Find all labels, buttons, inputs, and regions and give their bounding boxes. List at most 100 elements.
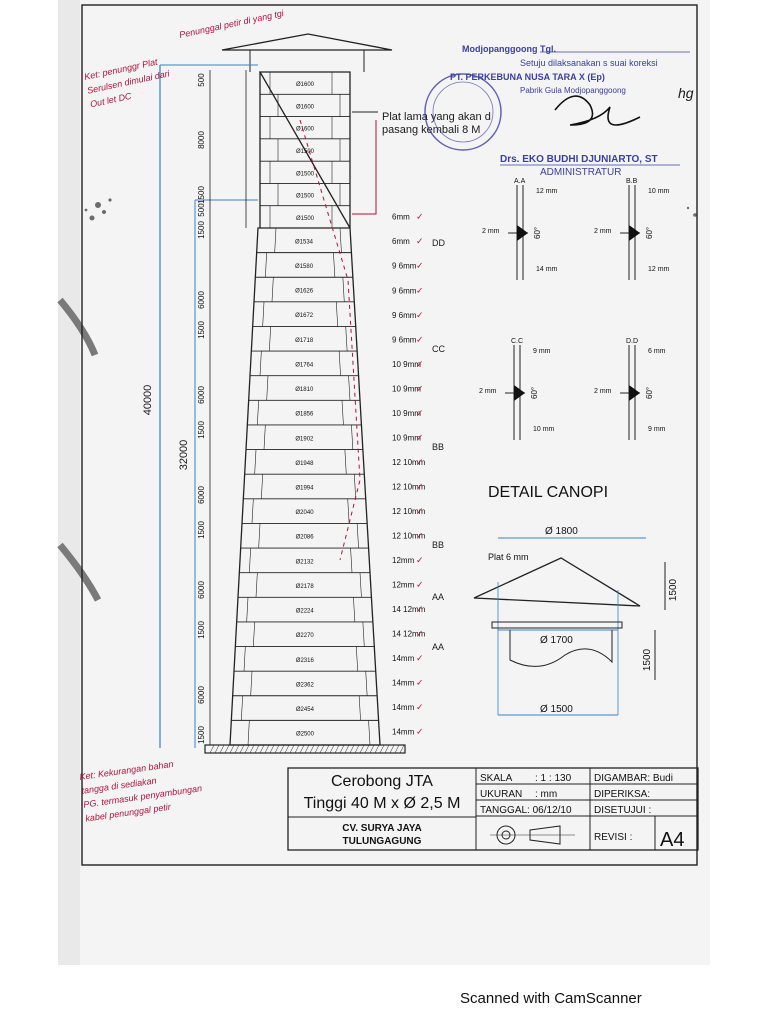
stamp-seal <box>424 73 502 151</box>
scanner-footer: Scanned with CamScanner <box>460 990 642 1007</box>
canopy-roof <box>473 557 641 607</box>
course-diameter: Ø2086 <box>296 535 315 541</box>
check-mark: ✓ <box>416 530 424 540</box>
canopy-d-top: Ø 1800 <box>545 526 578 537</box>
plate-thickness: 10 9mm <box>392 384 421 393</box>
course-diameter: Ø2224 <box>296 609 315 615</box>
course-diameter: Ø1672 <box>295 313 314 319</box>
check-mark: ✓ <box>416 677 424 687</box>
plate-thickness: 14 12mm <box>392 605 426 614</box>
paper-sheet <box>58 0 710 965</box>
section-angle: 60° <box>645 387 654 399</box>
section-mid: 2 mm <box>594 388 612 395</box>
plate-thickness: 12 10mm <box>392 482 426 491</box>
ukuran-value: : mm <box>535 789 557 800</box>
section-top: 6 mm <box>648 348 666 355</box>
section-mid: 2 mm <box>479 388 497 395</box>
diperiksa: DIPERIKSA: <box>594 789 650 800</box>
digambar: DIGAMBAR: Budi <box>594 773 673 784</box>
title-block: Cerobong JTA Tinggi 40 M x Ø 2,5 M CV. S… <box>287 767 699 851</box>
plate-thickness: 9 6mm <box>392 311 417 320</box>
course-diameter: Ø1902 <box>295 436 314 442</box>
canopy-title: DETAIL CANOPI <box>488 484 608 501</box>
plate-thickness: 9 6mm <box>392 335 417 344</box>
check-mark: ✓ <box>416 555 424 565</box>
stamp-line1: Setuju dilaksanakan s suai koreksi <box>520 58 658 68</box>
section-top: 9 mm <box>533 348 551 355</box>
dim-segment: 1500 <box>197 186 206 204</box>
check-mark: ✓ <box>416 457 424 467</box>
check-mark: ✓ <box>416 628 424 638</box>
ink-marks <box>84 198 697 221</box>
canopy-detail: DETAIL CANOPI Ø 1800 Plat 6 mm Ø 1700 Ø … <box>473 484 679 716</box>
check-mark: ✓ <box>416 702 424 712</box>
stamp-header: Modjopanggoong Tgl. <box>462 44 556 54</box>
dim-segment: 500 <box>197 73 206 87</box>
check-mark: ✓ <box>416 579 424 589</box>
stamp-line3: Pabrik Gula Modjopanggoong <box>520 86 626 95</box>
plate-thickness: 12 10mm <box>392 531 426 540</box>
course-diameter: Ø2454 <box>296 707 315 713</box>
dim-segment: 6000 <box>197 686 206 704</box>
course-diameter: Ø1856 <box>295 412 314 418</box>
plate-thickness: 10 9mm <box>392 360 421 369</box>
city: TULUNGAGUNG <box>343 836 422 847</box>
dim-segment: 1500 <box>197 521 206 539</box>
section-label: C.C <box>511 338 523 345</box>
sheet-size: A4 <box>660 829 684 851</box>
check-mark: ✓ <box>416 261 424 271</box>
section-mark: CC <box>432 344 445 354</box>
course-diameter: Ø1500 <box>296 149 315 155</box>
canopy-h1: 1500 <box>668 578 679 601</box>
dim-segment: 1500 <box>197 621 206 639</box>
section-angle: 60° <box>645 227 654 239</box>
check-mark: ✓ <box>416 236 424 246</box>
plate-thickness: 10 9mm <box>392 409 421 418</box>
plate-thickness: 10 9mm <box>392 433 421 442</box>
plate-thickness: 12 10mm <box>392 458 426 467</box>
dim-segment: 500 <box>197 203 206 217</box>
ukuran-label: UKURAN <box>480 789 522 800</box>
stamp-role: ADMINISTRATUR <box>540 167 621 178</box>
section-mid: 2 mm <box>594 228 612 235</box>
dim-total: 40000 <box>142 385 154 416</box>
title-main: Cerobong JTA <box>331 773 433 790</box>
plate-thickness: 14mm <box>392 703 415 712</box>
course-diameter: Ø1948 <box>295 461 314 467</box>
approval-stamp: Modjopanggoong Tgl. Setuju dilaksanakan … <box>424 44 690 178</box>
company: CV. SURYA JAYA <box>342 823 422 834</box>
plate-thickness: 12 10mm <box>392 507 426 516</box>
course-diameter: Ø1580 <box>295 264 314 270</box>
course-diameter: Ø1810 <box>295 387 314 393</box>
course-diameter: Ø1500 <box>296 216 315 222</box>
section-label: D.D <box>626 338 638 345</box>
section-bot: 12 mm <box>648 266 670 273</box>
check-mark: ✓ <box>416 212 424 222</box>
section-mark: BB <box>432 442 444 452</box>
plate-thickness: 14mm <box>392 727 415 736</box>
skala-value: : 1 : 130 <box>535 773 572 784</box>
skala-label: SKALA <box>480 773 513 784</box>
section-bot: 9 mm <box>648 426 666 433</box>
course-diameter: Ø2270 <box>296 633 315 639</box>
section-bot: 10 mm <box>533 426 555 433</box>
section-cc: C.C 9 mm 2 mm 10 mm 60° <box>479 338 555 440</box>
section-dd: D.D 6 mm 2 mm 9 mm 60° <box>594 338 666 440</box>
plate-thickness: 12mm <box>392 580 415 589</box>
stamp-name: Drs. EKO BUDHI DJUNIARTO, ST <box>500 154 658 165</box>
chimney-elevation: Ø1600Ø1600Ø1600Ø1500Ø1500Ø1500Ø1500Ø1534… <box>204 33 491 754</box>
course-diameter: Ø1718 <box>295 338 314 344</box>
canopy-h2: 1500 <box>642 648 653 671</box>
section-mark: AA <box>432 642 444 652</box>
check-mark: ✓ <box>416 726 424 736</box>
dim-segment: 1500 <box>197 221 206 239</box>
section-label: A.A <box>514 178 526 185</box>
plate-note-line1: Plat lama yang akan d <box>382 111 491 123</box>
note-sign: hg <box>678 85 694 101</box>
course-diameter: Ø1534 <box>295 239 314 245</box>
section-angle: 60° <box>530 387 539 399</box>
drawing-frame <box>81 4 698 866</box>
